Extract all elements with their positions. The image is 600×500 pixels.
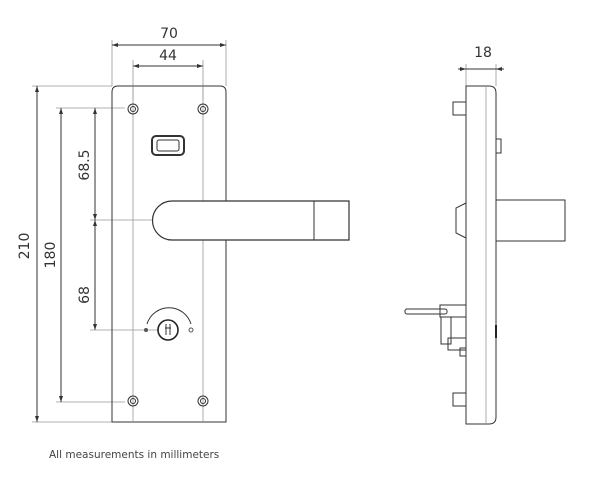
- dimension-label-18: 18: [474, 45, 492, 61]
- measurement-note: All measurements in millimeters: [49, 449, 220, 461]
- dimension-44: 44: [132, 48, 204, 100]
- dimension-label-70: 70: [160, 26, 178, 42]
- handle-side: [495, 199, 566, 242]
- dimension-70: 70: [111, 26, 227, 86]
- screw-icon: [197, 395, 209, 407]
- handle-front: [151, 200, 350, 241]
- side-view: [404, 85, 566, 425]
- key-cylinder-icon: [144, 307, 194, 341]
- dimension-180: 180: [43, 107, 125, 403]
- dimension-210: 210: [17, 85, 112, 423]
- dimension-68: 68: [77, 220, 158, 331]
- screw-icon: [197, 103, 209, 115]
- dimension-18: 18: [458, 45, 504, 86]
- dimension-label-44: 44: [159, 48, 177, 64]
- screw-icon: [127, 395, 139, 407]
- dimension-label-68: 68: [77, 286, 93, 304]
- display-window: [151, 135, 185, 156]
- screw-icon: [127, 103, 139, 115]
- dimension-label-180: 180: [43, 242, 59, 269]
- dimension-label-68-5: 68.5: [77, 149, 93, 180]
- dimension-68-5: 68.5: [77, 108, 205, 221]
- dimension-label-210: 210: [17, 233, 33, 260]
- front-view: [111, 85, 350, 423]
